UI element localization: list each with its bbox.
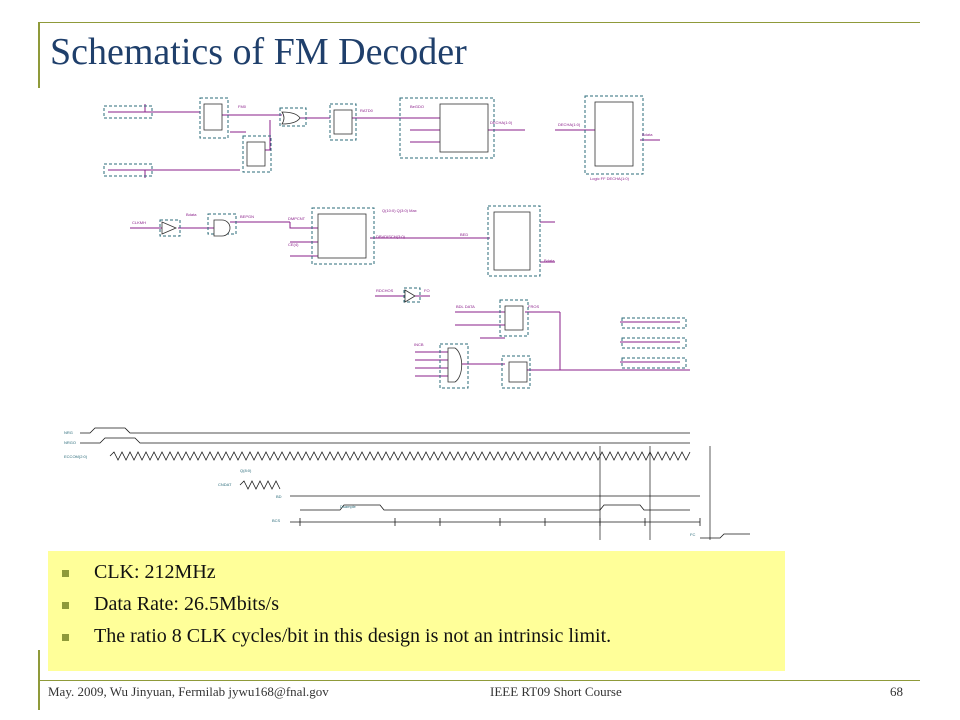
accent-line-top <box>40 22 920 23</box>
svg-text:BDL DATA: BDL DATA <box>456 304 475 309</box>
svg-text:ECCOM(2:0): ECCOM(2:0) <box>64 454 88 459</box>
svg-text:DMPCNT: DMPCNT <box>288 216 306 221</box>
svg-text:BED: BED <box>460 232 468 237</box>
slide-title: Schematics of FM Decoder <box>50 31 467 73</box>
svg-text:FROS: FROS <box>528 304 539 309</box>
svg-text:Bdata: Bdata <box>186 212 197 217</box>
footer-page-number: 68 <box>890 684 903 699</box>
svg-text:INCB: INCB <box>414 342 424 347</box>
note-text: The ratio 8 CLK cycles/bit in this desig… <box>94 625 612 647</box>
svg-text:Bdata: Bdata <box>544 258 555 263</box>
svg-text:NRGO: NRGO <box>64 440 76 445</box>
svg-text:CE(4): CE(4) <box>288 242 299 247</box>
note-list: CLK: 212MHz Data Rate: 26.5Mbits/s The r… <box>48 561 785 657</box>
bullet-icon <box>62 570 69 577</box>
svg-text:DBVDISCH(3:0): DBVDISCH(3:0) <box>376 234 406 239</box>
footer-author: May. 2009, Wu Jinyuan, Fermilab jywu168@… <box>48 684 329 699</box>
note-item: CLK: 212MHz <box>48 561 785 593</box>
svg-text:BEPGN: BEPGN <box>240 214 254 219</box>
svg-text:CNDAT: CNDAT <box>218 482 232 487</box>
note-box: CLK: 212MHz Data Rate: 26.5Mbits/s The r… <box>48 551 785 671</box>
fm-decoder-schematic: FM0 RATD0 BeGDO DECHA(1:0) DECHA(1:0) Bd… <box>64 95 750 540</box>
bullet-icon <box>62 634 69 641</box>
svg-text:DECHA(1:0): DECHA(1:0) <box>558 122 581 127</box>
accent-bar-bottom <box>38 650 40 710</box>
svg-text:DECHA(1:0): DECHA(1:0) <box>490 120 513 125</box>
accent-line-bottom <box>40 680 920 681</box>
svg-text:Bdata: Bdata <box>642 132 653 137</box>
svg-text:NRG: NRG <box>64 430 73 435</box>
svg-text:FO: FO <box>424 288 430 293</box>
note-item: The ratio 8 CLK cycles/bit in this desig… <box>48 625 785 657</box>
note-text: CLK: 212MHz <box>94 561 216 583</box>
svg-text:BD: BD <box>276 494 282 499</box>
svg-text:Q(10:0) Q(3:0) Max: Q(10:0) Q(3:0) Max <box>382 208 417 213</box>
svg-text:CLKMH: CLKMH <box>132 220 146 225</box>
svg-text:RATD0: RATD0 <box>360 108 374 113</box>
svg-text:FM0: FM0 <box>238 104 247 109</box>
accent-bar-top <box>38 22 40 88</box>
svg-text:BCS: BCS <box>272 518 281 523</box>
svg-text:Logic FF DECHA(1:0): Logic FF DECHA(1:0) <box>590 176 630 181</box>
svg-text:BeGDO: BeGDO <box>410 104 424 109</box>
bullet-icon <box>62 602 69 609</box>
note-text: Data Rate: 26.5Mbits/s <box>94 593 279 615</box>
note-item: Data Rate: 26.5Mbits/s <box>48 593 785 625</box>
svg-text:Q(8:0): Q(8:0) <box>240 468 252 473</box>
svg-text:FC: FC <box>690 532 695 537</box>
svg-text:RDCHOS: RDCHOS <box>376 288 394 293</box>
footer-course: IEEE RT09 Short Course <box>490 684 622 699</box>
svg-text:Dsample: Dsample <box>340 504 357 509</box>
